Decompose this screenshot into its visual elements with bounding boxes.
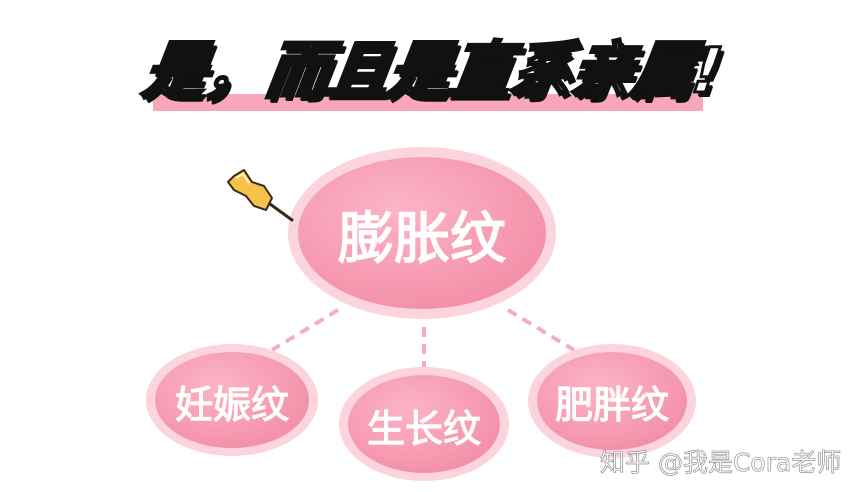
center-node-shape — [288, 147, 556, 319]
child-node-shape-left — [146, 344, 318, 456]
connector-lines — [270, 308, 576, 370]
connector-left — [270, 308, 340, 352]
child-node-label-pregnancy: 妊娠纹 — [174, 382, 289, 427]
child-node-shape-center — [339, 367, 509, 481]
watermark: 知乎 @我是Cora老师 — [600, 448, 842, 478]
center-node-label: 膨胀纹 — [338, 206, 506, 272]
child-node-shape-right — [528, 344, 696, 458]
connector-right — [506, 308, 576, 352]
pushpin-icon — [227, 169, 294, 222]
child-node-label-obesity: 肥胖纹 — [554, 382, 669, 427]
child-node-label-growth: 生长纹 — [366, 406, 481, 451]
title-underline-bar — [153, 94, 703, 111]
